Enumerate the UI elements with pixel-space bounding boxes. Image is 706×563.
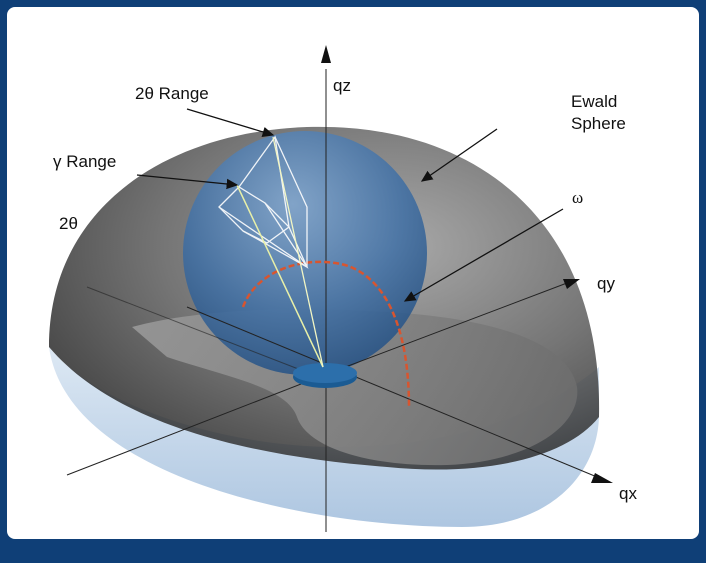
ewald-label-line2: Sphere bbox=[571, 114, 626, 133]
ewald-sphere bbox=[183, 131, 427, 375]
qx-label: qx bbox=[619, 484, 637, 503]
qz-label: qz bbox=[333, 76, 351, 95]
gamma-range-label: γ Range bbox=[53, 152, 116, 171]
ewald-sphere-pointer bbox=[420, 128, 498, 182]
ewald-sphere-diagram: qz qy qx 2θ Range γ Range 2θ Ewald Spher… bbox=[49, 45, 637, 532]
ewald-label-line1: Ewald bbox=[571, 92, 617, 111]
qy-label: qy bbox=[597, 274, 615, 293]
qy-axis bbox=[318, 282, 568, 378]
qx-arrow-icon bbox=[591, 473, 613, 483]
negative-x-axis bbox=[66, 376, 320, 476]
qz-arrow-icon bbox=[321, 45, 331, 63]
qy-arrow-icon bbox=[563, 279, 580, 289]
base-disc bbox=[49, 347, 599, 527]
two-theta-label: 2θ bbox=[59, 214, 78, 233]
two-theta-range-label: 2θ Range bbox=[135, 84, 209, 103]
omega-arc bbox=[241, 260, 411, 408]
omega-label: ω bbox=[572, 188, 583, 207]
diagram-panel: qz qy qx 2θ Range γ Range 2θ Ewald Spher… bbox=[7, 7, 699, 539]
back-axis bbox=[86, 286, 320, 378]
gamma-range-pointer bbox=[136, 174, 239, 190]
incident-beam bbox=[236, 184, 324, 368]
two-theta-range-pointer bbox=[186, 108, 275, 137]
sample-top bbox=[293, 363, 357, 383]
qx-axis bbox=[186, 306, 598, 478]
diffracted-beam bbox=[272, 136, 324, 368]
omega-pointer bbox=[403, 208, 564, 302]
